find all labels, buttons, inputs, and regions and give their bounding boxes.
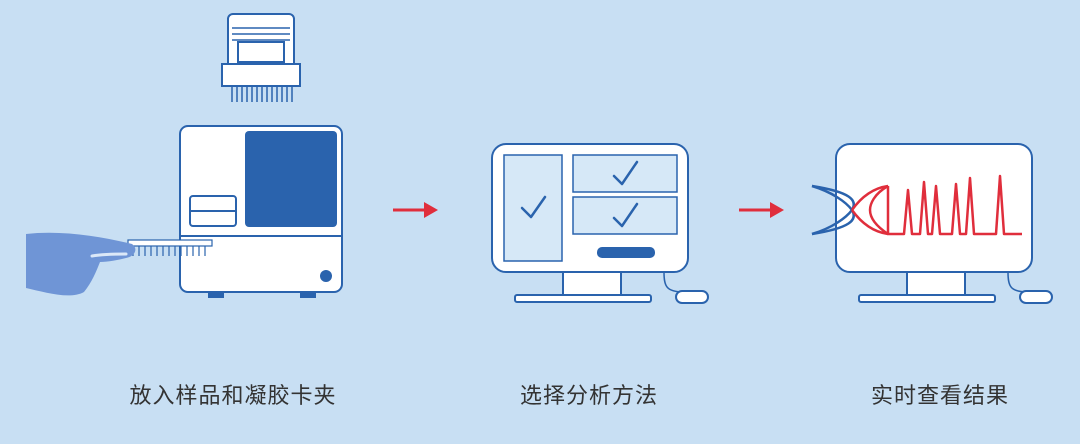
computer-checklist-icon [491, 143, 709, 304]
sample-tube-strip-icon [127, 239, 213, 256]
right-arrow-icon [393, 202, 438, 218]
result-peaks-trace [886, 174, 1022, 236]
sample-loading-machine-icon [26, 13, 343, 298]
right-arrow-icon [739, 202, 784, 218]
step-3-label: 实时查看结果 [870, 384, 1010, 409]
gloved-hand-icon [26, 232, 136, 296]
gel-cartridge-icon [221, 13, 301, 102]
step-2-label: 选择分析方法 [519, 384, 659, 409]
step-1-label: 放入样品和凝胶卡夹 [129, 384, 337, 409]
computer-dna-peaks-icon [811, 143, 1053, 304]
dna-helix-icon [811, 184, 889, 236]
